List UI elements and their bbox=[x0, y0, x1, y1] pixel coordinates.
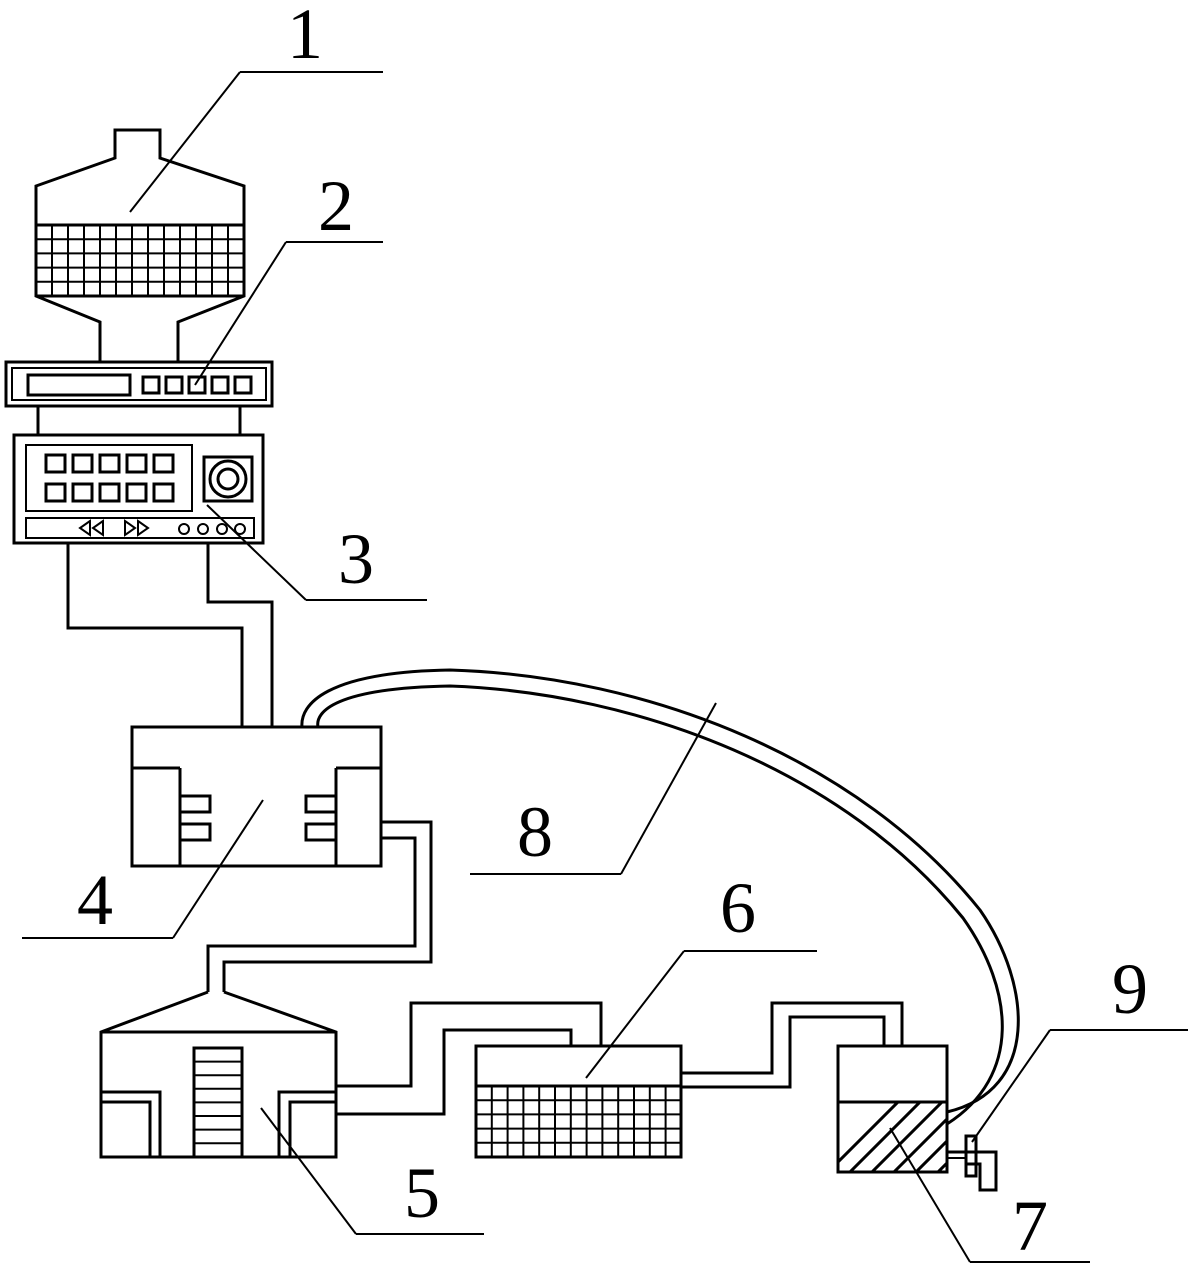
indicator-light bbox=[234, 523, 246, 535]
panel-button bbox=[141, 375, 161, 395]
panel-button bbox=[233, 375, 253, 395]
ladder-grid bbox=[194, 1060, 242, 1145]
pipe-3-4-outer bbox=[66, 543, 244, 727]
panel-button bbox=[164, 375, 184, 395]
component-7-tank bbox=[836, 1044, 949, 1174]
rewind-icon bbox=[78, 519, 104, 537]
filter-grid-6 bbox=[476, 1086, 681, 1157]
leader-lines bbox=[22, 71, 1188, 1263]
pipe-6-7-inner bbox=[681, 1015, 886, 1089]
pipe-5-6-outer bbox=[336, 1001, 603, 1088]
indicator-light bbox=[216, 523, 228, 535]
component-2-panel bbox=[4, 360, 274, 435]
component-1-hopper bbox=[34, 128, 246, 364]
forward-icon bbox=[124, 519, 150, 537]
component-4-unit bbox=[130, 725, 383, 868]
panel-button bbox=[187, 375, 207, 395]
label-7: 7 bbox=[1012, 1186, 1048, 1266]
keypad bbox=[44, 453, 175, 503]
label-6: 6 bbox=[720, 868, 756, 948]
component-9-valve bbox=[947, 1134, 998, 1192]
pipe-4-5-outer bbox=[222, 820, 433, 992]
pipe-5-6-inner bbox=[336, 1028, 573, 1116]
hatched-contents bbox=[838, 1102, 947, 1172]
label-2: 2 bbox=[318, 166, 354, 246]
filter-grid-1 bbox=[36, 225, 245, 296]
component-3-controller bbox=[12, 433, 265, 545]
pipe-4-5-inner bbox=[206, 836, 417, 992]
component-6-unit bbox=[474, 1044, 683, 1159]
label-8: 8 bbox=[517, 792, 553, 872]
label-4: 4 bbox=[77, 860, 113, 940]
component-8-hose bbox=[300, 668, 1020, 1126]
label-3: 3 bbox=[338, 519, 374, 599]
indicator-light bbox=[197, 523, 209, 535]
knob-housing bbox=[202, 455, 254, 503]
pipe-6-7-outer bbox=[681, 1001, 904, 1075]
knob-icon bbox=[208, 459, 248, 499]
label-9: 9 bbox=[1112, 949, 1148, 1029]
display-window bbox=[26, 373, 132, 397]
pipe-3-4-inner bbox=[206, 543, 274, 727]
label-5: 5 bbox=[404, 1153, 440, 1233]
panel-button bbox=[210, 375, 230, 395]
component-5-unit bbox=[99, 990, 338, 1159]
indicator-light bbox=[178, 523, 190, 535]
label-1: 1 bbox=[287, 0, 323, 74]
